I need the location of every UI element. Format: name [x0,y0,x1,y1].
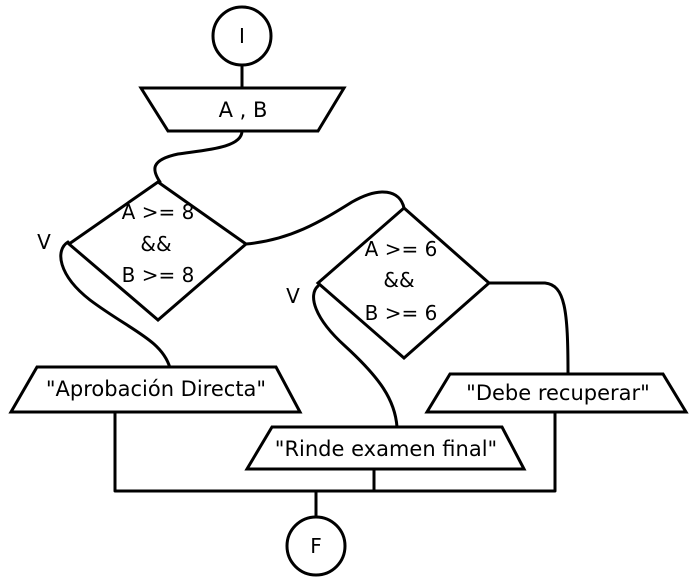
start-terminal: I [211,5,273,67]
decision-1: A >= 8 && B >= 8 [66,180,249,322]
decision-1-line-1: A >= 8 [122,200,195,224]
end-label: F [310,534,322,558]
decision-2-true-label: V [286,284,300,308]
decision-2: A >= 6 && B >= 6 [315,206,492,360]
decision-2-line-1: A >= 6 [365,237,438,261]
connector-input-to-decision1 [153,129,244,184]
connector-decision2-false [486,281,570,376]
decision-1-true-label: V [37,230,51,254]
start-label: I [239,24,245,48]
decision-1-line-3: B >= 8 [122,263,195,287]
decision-2-line-3: B >= 6 [365,301,438,325]
output-must-recover: "Debe recuperar" [424,372,689,414]
output-must-recover-label: "Debe recuperar" [466,381,650,405]
connector-decision2-true [312,284,399,429]
connectors [59,62,570,526]
decision-1-line-2: && [140,232,171,256]
output-final-exam: "Rinde examen final" [244,425,527,471]
connector-merge [113,410,557,493]
end-terminal: F [285,515,347,577]
connector-decision1-true [59,240,172,370]
output-direct-approval: "Aprobación Directa" [8,365,303,414]
output-final-exam-label: "Rinde examen final" [275,437,497,461]
output-direct-approval-label: "Aprobación Directa" [46,377,266,401]
input-label: A , B [219,98,268,122]
connector-decision1-false [244,190,406,246]
decision-2-line-2: && [383,268,414,292]
input-shape: A , B [138,86,347,133]
